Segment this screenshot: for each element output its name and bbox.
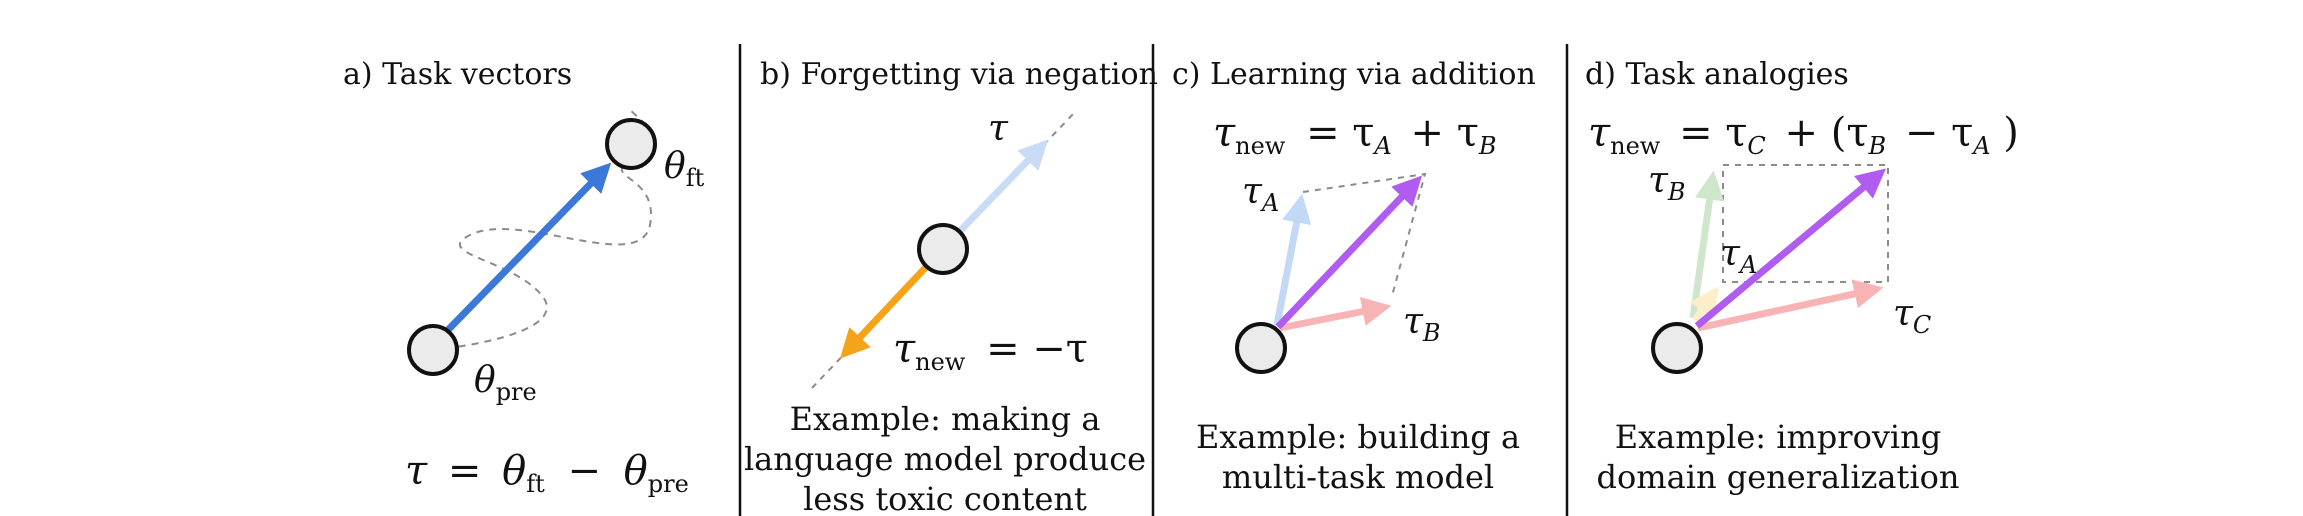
tau-new-arrow [1694,168,1887,329]
negated-task-vector-arrow [839,263,930,359]
model-node [1235,322,1287,374]
parallelogram-dashed [1302,172,1427,297]
example-text: language model produce [744,440,1146,478]
example-text: Example: improving [1615,418,1941,456]
example-text: Example: making a [790,400,1101,438]
analogy-box-dashed [1722,164,1889,283]
tau-a-label: τA [1242,171,1279,217]
negation-equation: τnew = −τ [893,326,1088,380]
addition-equation: τnew = τA + τB [1213,110,1496,164]
tau-b-arrow [1279,297,1392,332]
theta-pre-label: θpre [474,360,537,406]
task-vector-arrow [442,162,612,336]
model-node [1651,322,1703,374]
panel-title: a) Task vectors [343,57,572,92]
example-text: Example: building a [1196,418,1520,456]
faded-task-vector-arrow [956,139,1049,235]
tau-a-arrow [1273,193,1312,326]
pretrained-node [407,324,459,376]
model-node [917,223,969,275]
tau-a-label: τA [1720,233,1757,279]
panel-negation: b) Forgetting via negation τ τnew = −τ E… [744,57,1158,516]
tau-b-label: τB [1403,301,1441,347]
panel-title: d) Task analogies [1585,57,1849,92]
tau-c-arrow [1697,279,1884,332]
theta-ft-label: θft [664,146,705,192]
task-vector-equation: τ = θft − θpre [405,448,689,502]
tau-new-arrow [1275,175,1423,330]
tau-a-arrow [1689,286,1719,323]
tau-c-label: τC [1893,293,1931,339]
panel-analogies: d) Task analogies τnew = τC + (τB − τA )… [1585,57,2019,496]
panel-title: c) Learning via addition [1172,57,1536,92]
example-text: less toxic content [803,480,1087,516]
analogy-equation: τnew = τC + (τB − τA ) [1588,110,2019,164]
example-text: domain generalization [1597,458,1960,496]
tau-label: τ [988,108,1009,149]
panel-addition: c) Learning via addition τnew = τA + τB … [1172,57,1536,496]
tau-b-label: τB [1648,160,1686,206]
panel-task-vectors: a) Task vectors θft θpre τ = θft − θpre [343,57,705,502]
example-text: multi-task model [1222,458,1494,496]
finetuned-node [605,118,657,170]
panel-title: b) Forgetting via negation [760,57,1158,92]
